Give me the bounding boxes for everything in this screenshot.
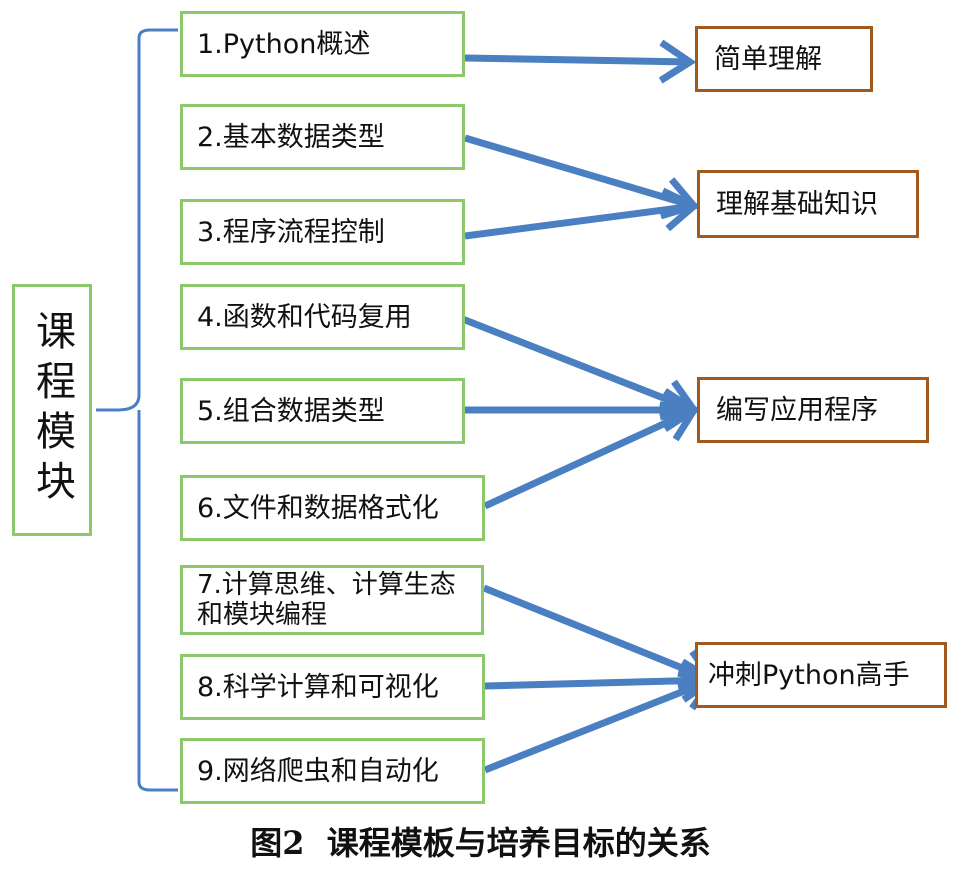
figure-number: 图2 xyxy=(250,824,305,862)
course-modules-box: 课程模块 xyxy=(12,284,92,536)
arrow-m3-g2 xyxy=(464,187,701,240)
arrow-m4-g3 xyxy=(458,314,700,421)
goal-label: 理解基础知识 xyxy=(716,188,878,220)
root-brace xyxy=(96,28,178,792)
arrow-m7-g4 xyxy=(482,584,718,691)
arrow-m2-g2 xyxy=(464,134,701,220)
module-box-1: 1.Python概述 xyxy=(180,11,465,77)
module-label: 5.组合数据类型 xyxy=(197,395,385,427)
module-label: 7.计算思维、计算生态和模块编程 xyxy=(197,570,456,630)
figure-title: 课程模板与培养目标的关系 xyxy=(326,824,711,862)
module-box-7: 7.计算思维、计算生态和模块编程 xyxy=(180,565,484,635)
goal-box-1: 简单理解 xyxy=(695,26,873,92)
module-box-8: 8.科学计算和可视化 xyxy=(180,654,485,720)
arrow-m8-g4 xyxy=(484,658,719,703)
module-label: 9.网络爬虫和自动化 xyxy=(197,755,439,787)
course-modules-label: 课程模块 xyxy=(29,310,75,510)
module-label: 6.文件和数据格式化 xyxy=(197,492,439,524)
goal-box-2: 理解基础知识 xyxy=(697,170,919,238)
module-box-5: 5.组合数据类型 xyxy=(180,378,465,444)
module-label: 2.基本数据类型 xyxy=(197,121,385,153)
module-label: 3.程序流程控制 xyxy=(197,216,385,248)
goal-label: 冲刺Python高手 xyxy=(708,659,910,691)
module-label: 4.函数和代码复用 xyxy=(197,301,412,333)
goal-box-3: 编写应用程序 xyxy=(697,377,929,443)
module-label: 1.Python概述 xyxy=(197,28,371,60)
arrow-m1-g1 xyxy=(464,39,697,84)
arrow-m9-g4 xyxy=(483,669,718,774)
goal-label: 简单理解 xyxy=(714,43,822,75)
module-box-9: 9.网络爬虫和自动化 xyxy=(180,738,485,804)
module-label: 8.科学计算和可视化 xyxy=(197,671,439,703)
module-box-4: 4.函数和代码复用 xyxy=(180,284,465,350)
figure-caption: 图2 课程模板与培养目标的关系 xyxy=(0,818,961,864)
goal-label: 编写应用程序 xyxy=(716,394,878,426)
goal-box-4: 冲刺Python高手 xyxy=(695,642,947,708)
module-box-3: 3.程序流程控制 xyxy=(180,199,465,265)
arrow-m6-g3 xyxy=(483,401,700,510)
module-box-2: 2.基本数据类型 xyxy=(180,104,465,170)
module-box-6: 6.文件和数据格式化 xyxy=(180,475,485,541)
